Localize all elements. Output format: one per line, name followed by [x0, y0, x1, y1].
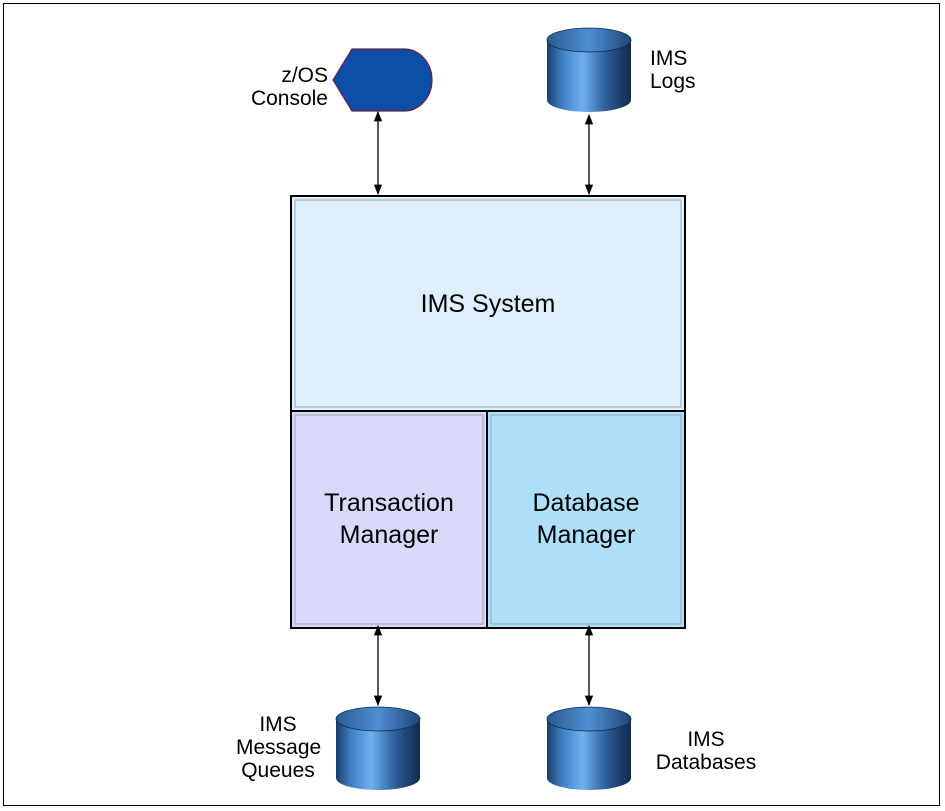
ims-logs-cylinder-icon	[546, 27, 632, 112]
ims-system-label: IMS System	[291, 288, 685, 320]
database-manager-label: Database Manager	[487, 487, 685, 551]
ims-system-label-text: IMS System	[420, 290, 556, 318]
zos-console-label-line1: z/OS	[281, 64, 328, 87]
ims-message-queues-label: IMS Message Queues	[236, 713, 322, 782]
zos-console-label: z/OS Console	[230, 64, 328, 110]
ims-system-box	[290, 195, 686, 412]
ims-logs-label-line2: Logs	[650, 70, 696, 93]
ims-logs-label-line1: IMS	[650, 47, 688, 70]
ims-databases-label-line1: IMS	[687, 728, 725, 751]
diagram-frame	[3, 3, 940, 806]
ims-message-queues-label-line1: IMS	[259, 713, 297, 736]
transaction-manager-box	[290, 410, 488, 629]
ims-databases-cylinder-icon	[546, 706, 632, 790]
zos-console-icon	[332, 48, 433, 112]
ims-message-queues-cylinder-icon	[335, 706, 421, 790]
ims-logs-label: IMS Logs	[650, 47, 730, 93]
transaction-manager-label-line1: Transaction	[324, 489, 454, 517]
transaction-manager-label: Transaction Manager	[291, 487, 487, 551]
zos-console-label-line2: Console	[250, 87, 328, 110]
ims-databases-label: IMS Databases	[646, 728, 766, 774]
ims-message-queues-label-line3: Queues	[241, 759, 315, 782]
database-manager-box	[486, 410, 686, 629]
database-manager-label-line1: Database	[532, 489, 640, 517]
database-manager-label-line2: Manager	[536, 521, 636, 549]
transaction-manager-label-line2: Manager	[339, 521, 439, 549]
ims-databases-label-line2: Databases	[655, 751, 757, 774]
ims-message-queues-label-line2: Message	[236, 736, 322, 759]
